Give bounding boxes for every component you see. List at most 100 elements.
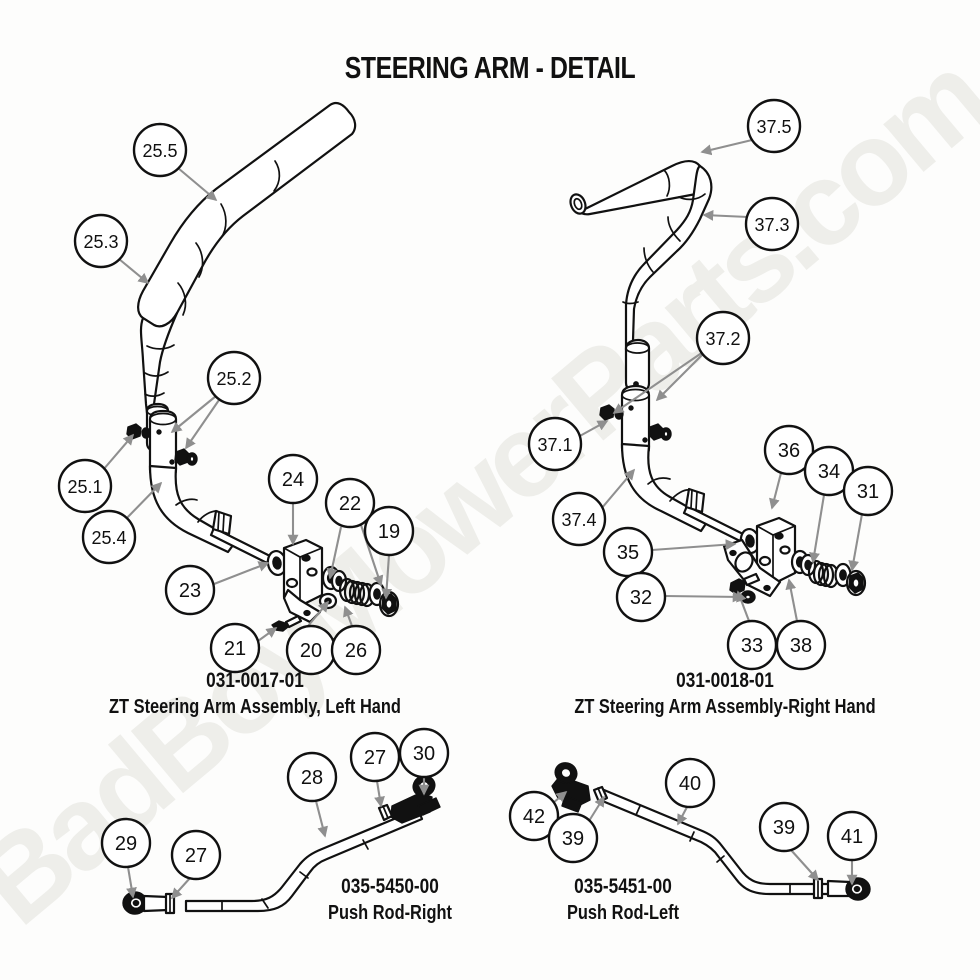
callout-label: 37.4 xyxy=(561,510,596,530)
callout-bubble[interactable] xyxy=(267,453,319,505)
callout-37-4[interactable]: 37.4 xyxy=(551,468,636,547)
callout-27[interactable]: 27 xyxy=(170,829,222,900)
callout-25-3[interactable]: 25.3 xyxy=(73,213,150,285)
callout-35[interactable]: 35 xyxy=(602,526,737,578)
part-name-right-steering-arm: ZT Steering Arm Assembly-Right Hand xyxy=(574,696,876,718)
leader-line xyxy=(809,494,826,564)
callout-30[interactable]: 30 xyxy=(398,727,450,796)
callout-37-2[interactable]: 37.2 xyxy=(612,310,751,414)
callout-label: 19 xyxy=(378,521,400,543)
callout-27[interactable]: 27 xyxy=(349,731,401,808)
leader-line xyxy=(326,526,343,580)
callout-bubble[interactable] xyxy=(398,727,450,779)
callout-25-2[interactable]: 25.2 xyxy=(170,350,262,450)
callout-21[interactable]: 21 xyxy=(209,622,278,674)
callout-29[interactable]: 29 xyxy=(100,817,152,899)
callout-bubble[interactable] xyxy=(547,812,599,864)
callout-37-5[interactable]: 37.5 xyxy=(700,98,802,156)
callout-bubble[interactable] xyxy=(170,829,222,881)
callout-bubble[interactable] xyxy=(100,817,152,869)
callout-bubble[interactable] xyxy=(81,509,137,565)
leader-line xyxy=(102,433,135,471)
callout-31[interactable]: 31 xyxy=(842,465,894,572)
callout-39[interactable]: 39 xyxy=(758,801,820,882)
callout-label: 37.2 xyxy=(705,329,740,349)
callout-label: 25.4 xyxy=(91,528,126,548)
callout-23[interactable]: 23 xyxy=(164,561,270,616)
callout-bubble[interactable] xyxy=(508,790,560,842)
callout-bubble[interactable] xyxy=(664,757,716,809)
callout-bubble[interactable] xyxy=(206,350,262,406)
callout-22[interactable]: 22 xyxy=(324,477,384,587)
callout-label: 40 xyxy=(679,773,701,795)
leader-line xyxy=(123,481,163,522)
callout-bubble[interactable] xyxy=(842,465,894,517)
callout-28[interactable]: 28 xyxy=(286,751,338,838)
callout-bubble[interactable] xyxy=(551,491,607,547)
callout-bubble[interactable] xyxy=(132,122,188,178)
push-rod-right-ball-joint-29 xyxy=(122,891,170,915)
callout-label: 21 xyxy=(224,638,246,660)
callout-label: 26 xyxy=(345,640,367,662)
callout-bubble[interactable] xyxy=(324,477,376,529)
callout-bubble[interactable] xyxy=(758,801,810,853)
callout-42[interactable]: 42 xyxy=(508,790,568,842)
callout-26[interactable]: 26 xyxy=(330,605,382,676)
callout-bubble[interactable] xyxy=(746,98,802,154)
callout-label: 25.1 xyxy=(67,477,102,497)
callout-bubble[interactable] xyxy=(330,624,382,676)
callout-38[interactable]: 38 xyxy=(775,578,827,671)
callout-bubble[interactable] xyxy=(57,458,113,514)
callout-bubble[interactable] xyxy=(73,213,129,269)
push-rod-left-jam-nut-39-right xyxy=(812,877,824,900)
leader-line xyxy=(381,554,393,600)
right-bolt-33 xyxy=(729,572,761,595)
right-bolt-32 xyxy=(740,590,756,604)
callout-label: 27 xyxy=(364,747,386,769)
callout-bubble[interactable] xyxy=(527,416,583,472)
part-number-push-rod-left: 035-5451-00 xyxy=(574,875,672,898)
caption-right-steering-arm: 031-0018-01 ZT Steering Arm Assembly-Rig… xyxy=(545,668,906,720)
callout-41[interactable]: 41 xyxy=(826,810,878,886)
callout-19[interactable]: 19 xyxy=(363,505,415,600)
callout-bubble[interactable] xyxy=(615,571,667,623)
callout-37-1[interactable]: 37.1 xyxy=(527,416,609,472)
leader-line xyxy=(314,800,328,838)
leader-line xyxy=(185,399,220,450)
left-mid-bend-tube xyxy=(139,311,179,415)
callout-label: 39 xyxy=(773,817,795,839)
callout-33[interactable]: 33 xyxy=(726,590,778,671)
caption-push-rod-left: 035-5451-00 Push Rod-Left xyxy=(529,873,718,927)
callout-32[interactable]: 32 xyxy=(615,571,744,623)
callout-36[interactable]: 36 xyxy=(763,424,815,510)
callout-25-4[interactable]: 25.4 xyxy=(81,481,163,565)
callout-bubble[interactable] xyxy=(775,619,827,671)
callout-40[interactable]: 40 xyxy=(664,757,716,826)
callout-25-5[interactable]: 25.5 xyxy=(132,122,218,202)
callout-37-3[interactable]: 37.3 xyxy=(702,196,800,252)
callout-label: 37.1 xyxy=(537,435,572,455)
callout-bubble[interactable] xyxy=(826,810,878,862)
leader-line xyxy=(177,167,218,202)
leader-line xyxy=(700,138,753,156)
right-steering-arm-assembly xyxy=(569,160,867,604)
callout-label: 31 xyxy=(857,481,879,503)
callout-bubble[interactable] xyxy=(349,731,401,783)
callout-bubble[interactable] xyxy=(763,424,815,476)
callout-bubble[interactable] xyxy=(209,622,261,674)
callout-label: 33 xyxy=(741,635,763,657)
callout-25-1[interactable]: 25.1 xyxy=(57,433,135,514)
callout-34[interactable]: 34 xyxy=(803,445,855,564)
callout-39[interactable]: 39 xyxy=(547,795,605,864)
push-rod-left-rod-end-42 xyxy=(551,762,591,813)
callout-24[interactable]: 24 xyxy=(267,453,319,546)
push-rod-left-ball-joint-41 xyxy=(826,877,871,901)
callout-bubble[interactable] xyxy=(744,196,800,252)
callout-bubble[interactable] xyxy=(286,751,338,803)
callout-bubble[interactable] xyxy=(695,310,751,366)
callout-label: 22 xyxy=(339,493,361,515)
callout-bubble[interactable] xyxy=(363,505,415,557)
callout-bubble[interactable] xyxy=(164,564,216,616)
